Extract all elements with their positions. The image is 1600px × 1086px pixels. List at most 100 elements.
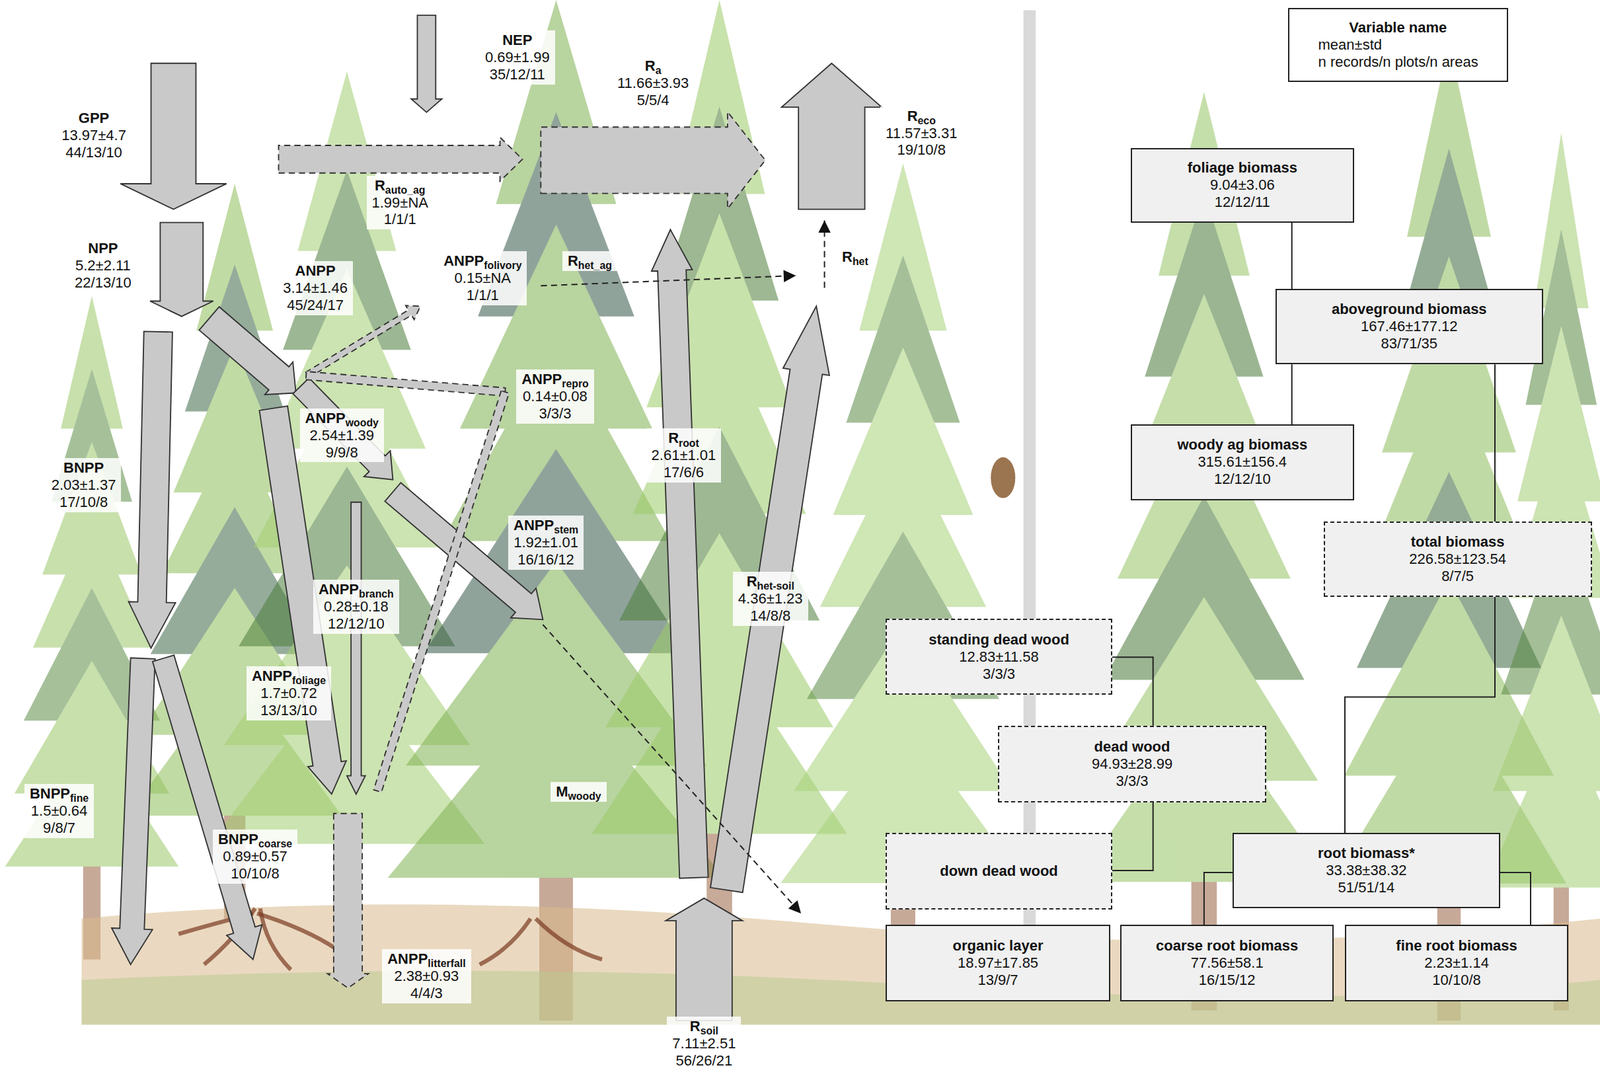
flux-label: ANPPfoliage1.7±0.7213/13/10 [246,666,332,721]
value-text: 7.11±2.51 [672,1034,736,1053]
biomass-box: organic layer18.97±17.8513/9/7 [885,924,1111,1002]
value-text: mean±std [1298,36,1499,54]
value-text: 33.38±38.32 [1325,861,1407,879]
arrow-head [783,269,796,283]
flux-arrow [540,111,766,209]
count-text: 8/7/5 [1441,567,1474,585]
value-text: 13.97±4.7 [61,126,127,145]
count-text: 9/9/8 [325,444,359,462]
flux-arrow [710,305,830,893]
value-text: 315.61±156.4 [1198,453,1287,471]
flux-label: BNPPfine1.5±0.649/8/7 [24,783,94,839]
tree-connector [1291,222,1293,289]
flux-arrow [305,371,506,396]
variable-name: standing dead wood [928,631,1070,649]
count-text: 19/10/8 [897,141,946,159]
owl [990,457,1016,499]
count-text: 56/26/21 [676,1052,733,1070]
legend-box: Variable namemean±stdn records/n plots/n… [1288,7,1509,82]
variable-name: aboveground biomass [1331,300,1487,318]
count-text: 5/5/4 [637,91,670,110]
biomass-box: total biomass226.58±123.548/7/5 [1323,521,1593,597]
value-text: 94.93±28.99 [1091,755,1173,773]
flux-label: Rsoil7.11±2.5156/26/21 [666,1016,741,1071]
arrow-head [788,900,801,914]
flux-label: ANPPwoody2.54±1.399/9/8 [300,408,384,463]
value-text: 9.04±3.06 [1210,176,1275,194]
flux-arrow [128,331,176,648]
value-text: 11.66±3.93 [617,74,689,92]
flux-label: BNPPcoarse0.89±0.5710/10/8 [212,829,298,884]
flux-arrow [198,306,296,395]
count-text: 12/12/10 [327,615,385,633]
value-text: 226.58±123.54 [1409,550,1507,568]
variable-name: woody ag biomass [1177,436,1308,454]
count-text: 51/51/14 [1338,878,1396,897]
variable-name: ANPPlitterfall [387,950,466,968]
variable-name: fine root biomass [1395,937,1517,955]
count-text: n records/n plots/n areas [1298,53,1499,71]
value-text: 2.54±1.39 [309,426,375,445]
variable-name: coarse root biomass [1155,937,1298,955]
flux-label: ANPPfolivory0.15±NA1/1/1 [438,251,527,306]
value-text: 2.61±1.01 [651,446,717,464]
count-text: 12/12/11 [1214,193,1271,211]
variable-name: Rroot [668,429,700,447]
variable-name: Rsoil [689,1017,719,1035]
value-text: 0.28±0.18 [323,598,389,616]
variable-name: GPP [78,109,110,127]
variable-name: total biomass [1410,533,1505,551]
count-text: 12/12/10 [1214,470,1271,488]
value-text: 0.89±0.57 [222,847,288,866]
count-text: 14/8/8 [750,607,791,625]
biomass-box: aboveground biomass167.46±177.1283/71/35 [1275,288,1544,365]
variable-name: dead wood [1094,738,1171,756]
root [257,913,337,950]
root [479,918,531,965]
variable-name: down dead wood [939,862,1058,880]
flux-label: Rauto_ag1.99±NA1/1/1 [366,175,434,230]
count-text: 83/71/35 [1380,335,1438,353]
count-text: 44/13/10 [65,144,123,162]
count-text: 13/9/7 [977,971,1018,989]
flux-label: Rhet [836,247,874,267]
value-text: 5.2±2.11 [75,257,131,275]
biomass-box: fine root biomass2.23±1.1410/10/8 [1344,924,1569,1002]
variable-name: organic layer [952,937,1044,955]
biomass-box: down dead wood [885,832,1113,910]
flux-arrow [292,378,393,480]
value-text: 1.99±NA [372,194,429,212]
tree-connector [1112,656,1154,726]
value-text: 4.36±1.23 [738,590,803,608]
variable-name: Ra [645,57,662,75]
variable-name: Variable name [1298,19,1499,37]
count-text: 17/10/8 [59,493,108,511]
root [535,918,603,960]
tree-foliage [268,268,426,449]
count-text: 16/16/12 [517,551,575,569]
value-text: 1.5±0.64 [31,802,88,820]
flux-label: ANPPstem1.92±1.0116/16/12 [508,515,584,570]
flux-label: ANPPbranch0.28±0.1812/12/10 [313,579,400,634]
variable-name: ANPPbranch [318,580,394,599]
count-text: 35/12/11 [489,66,546,84]
variable-name: BNPP [63,459,104,477]
variable-name: Rhet_ag [567,252,612,270]
count-text: 3/3/3 [1116,772,1149,790]
tree-connector [1500,872,1531,925]
count-text: 1/1/1 [466,286,499,305]
variable-name: ANPP [295,262,336,280]
count-text: 16/15/12 [1198,971,1256,989]
variable-name: Rauto_ag [374,177,426,195]
arrow-head [818,220,831,234]
tree [5,296,179,960]
count-text: 17/6/6 [663,463,704,482]
variable-name: BNPPcoarse [218,830,293,848]
biomass-box: woody ag biomass315.61±156.412/12/10 [1130,424,1355,500]
tree-connector [1494,364,1496,522]
value-text: 2.38±0.93 [394,967,460,985]
variable-name: Rhet [841,248,869,266]
flux-label: Rhet_ag [562,251,618,271]
value-text: 0.15±NA [454,269,511,287]
